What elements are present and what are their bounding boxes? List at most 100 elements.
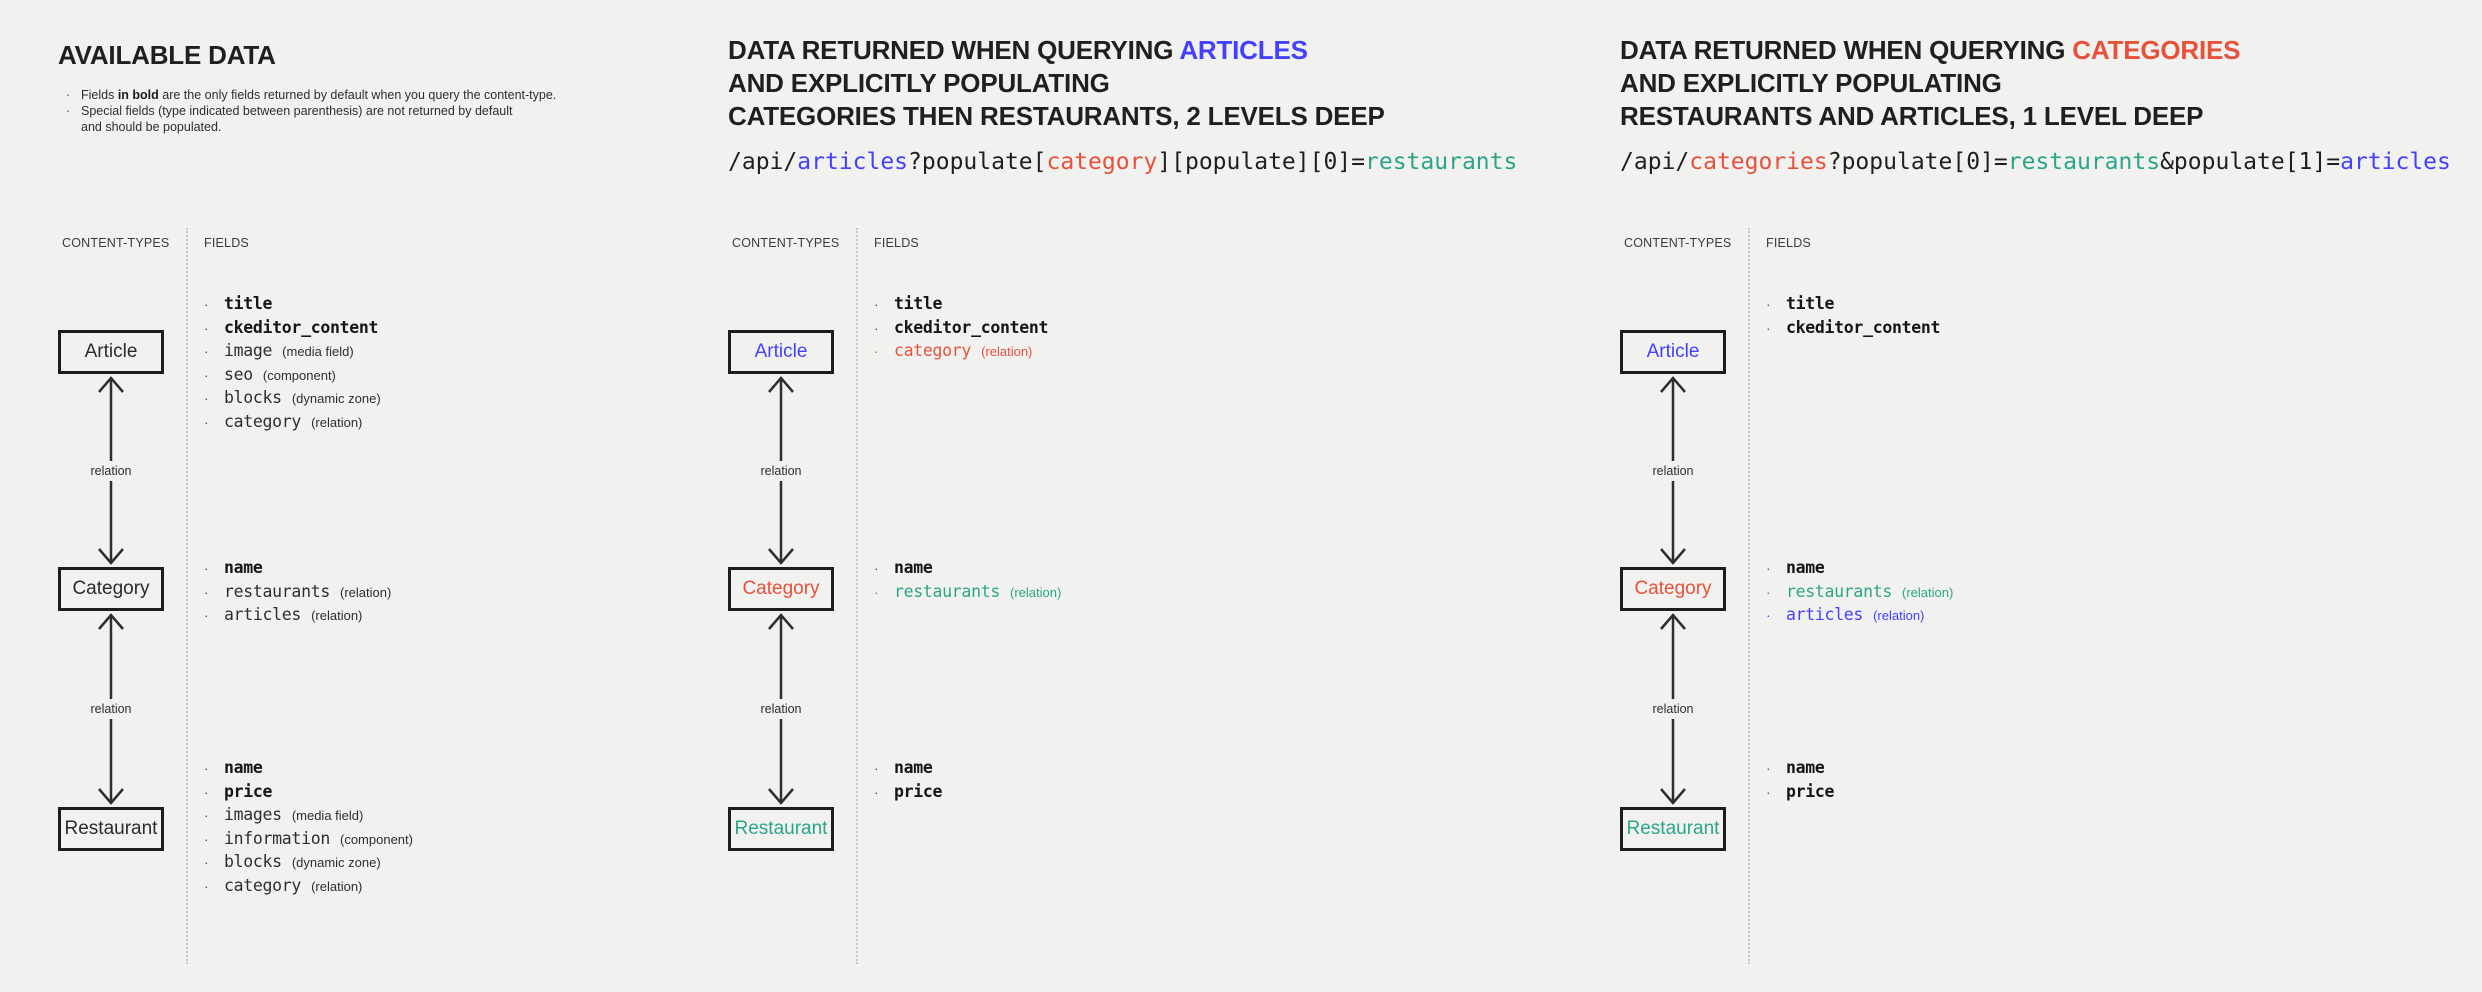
field-name: articles xyxy=(1786,605,1864,624)
content-type-box-category: Category xyxy=(1620,567,1726,611)
fields-list-category: ·name ·restaurants(relation) ·articles(r… xyxy=(204,558,391,629)
relation-label: relation xyxy=(1649,699,1697,719)
field-name: title xyxy=(224,294,273,313)
fields-label: FIELDS xyxy=(204,236,249,250)
note-text: Special fields (type indicated between p… xyxy=(81,103,513,135)
field-name: ckeditor_content xyxy=(894,317,1049,337)
field-item: ·name xyxy=(1766,758,1844,782)
heading-highlight-articles: ARTICLES xyxy=(1179,35,1308,65)
field-item: ·category(relation) xyxy=(204,412,388,436)
url-segment: ][populate][0]= xyxy=(1157,149,1366,175)
field-name: price xyxy=(1786,781,1835,801)
field-name: price xyxy=(224,781,273,801)
field-type: (relation) xyxy=(1873,608,1925,623)
field-name: name xyxy=(894,558,933,577)
content-type-box-article: Article xyxy=(1620,330,1726,374)
url-segment-category: category xyxy=(1046,149,1158,175)
field-type: (relation) xyxy=(981,344,1033,359)
panel-query-categories: DATA RETURNED WHEN QUERYING CATEGORIES A… xyxy=(1620,0,2480,992)
field-item: ·price xyxy=(874,782,952,806)
url-segment: ?populate[0]= xyxy=(1827,149,2008,175)
content-type-label: Restaurant xyxy=(734,818,828,839)
field-type: (component) xyxy=(339,831,413,847)
panel-heading: DATA RETURNED WHEN QUERYING CATEGORIES A… xyxy=(1620,34,2240,133)
api-url: /api/articles?populate[category][populat… xyxy=(728,148,1517,176)
content-type-box-restaurant: Restaurant xyxy=(1620,807,1726,851)
field-name: restaurants xyxy=(224,581,330,601)
content-type-label: Category xyxy=(742,578,820,599)
bullet-icon: · xyxy=(874,583,879,600)
field-name: category xyxy=(224,875,302,895)
url-segment: /api/ xyxy=(728,149,798,175)
field-type: (relation) xyxy=(1009,584,1062,600)
relation-arrow: relation xyxy=(58,374,164,567)
heading-line-2: AND EXPLICITLY POPULATING xyxy=(1620,68,2002,98)
field-name: title xyxy=(894,294,943,313)
field-name: blocks xyxy=(224,388,282,407)
field-item: ·articles(relation) xyxy=(204,605,391,629)
relation-arrow: relation xyxy=(728,611,834,807)
field-name: seo xyxy=(224,364,253,384)
content-type-label: Article xyxy=(84,341,138,362)
field-item: ·name xyxy=(204,558,391,582)
bullet-icon: · xyxy=(1766,560,1771,576)
field-item: ·name xyxy=(1766,558,1953,582)
bullet-icon: · xyxy=(204,607,209,623)
er-diagram: CONTENT-TYPES FIELDS Article Category Re… xyxy=(1620,228,2270,964)
dotted-divider xyxy=(856,228,858,964)
field-item: ·blocks(dynamic zone) xyxy=(204,852,413,876)
field-type: (dynamic zone) xyxy=(291,391,381,406)
field-item: · ckeditor_content xyxy=(874,318,1058,342)
bullet-icon: · xyxy=(204,343,209,359)
field-type: (relation) xyxy=(1901,584,1954,600)
heading-line-1: DATA RETURNED WHEN QUERYING CATEGORIES xyxy=(1620,35,2240,65)
field-name: name xyxy=(224,558,263,577)
bullet-icon: · xyxy=(874,319,879,336)
field-item: ·title xyxy=(204,294,388,318)
url-segment: &populate[1]= xyxy=(2160,149,2341,175)
note-item: · Special fields (type indicated between… xyxy=(66,103,556,135)
fields-label: FIELDS xyxy=(874,236,919,250)
content-type-box-article: Article xyxy=(58,330,164,374)
bullet-icon: · xyxy=(66,88,71,102)
relation-label: relation xyxy=(1649,460,1697,481)
field-name: price xyxy=(894,781,943,801)
field-name: image xyxy=(224,341,273,360)
field-name: category xyxy=(894,341,972,360)
note-text-pre: Special fields (type indicated between p… xyxy=(81,104,513,118)
heading-text: DATA RETURNED WHEN QUERYING xyxy=(728,35,1180,65)
field-type: (relation) xyxy=(311,608,363,623)
content-type-label: Restaurant xyxy=(1626,818,1720,839)
content-types-label: CONTENT-TYPES xyxy=(62,236,170,250)
field-type: (component) xyxy=(262,367,336,383)
fields-list-article: ·title ·ckeditor_content ·category(relat… xyxy=(874,294,1058,365)
fields-list-category: ·name ·restaurants(relation) xyxy=(874,558,1061,605)
field-item: ·restaurants(relation) xyxy=(1766,582,1953,606)
heading-line-3: CATEGORIES THEN RESTAURANTS, 2 LEVELS DE… xyxy=(728,101,1385,131)
content-type-box-category: Category xyxy=(728,567,834,611)
field-item: ·restaurants(relation) xyxy=(204,582,391,606)
content-type-label: Restaurant xyxy=(64,818,158,839)
content-type-label: Article xyxy=(1646,341,1700,362)
relation-arrow: relation xyxy=(728,374,834,567)
field-item: ·category(relation) xyxy=(874,341,1058,365)
url-segment: ?populate[ xyxy=(908,149,1047,175)
panel-title: AVAILABLE DATA xyxy=(58,40,276,70)
field-type: (media field) xyxy=(282,344,354,359)
field-name: ckeditor_content xyxy=(224,317,379,337)
heading-text: DATA RETURNED WHEN QUERYING xyxy=(1620,35,2073,65)
bullet-icon: · xyxy=(204,807,209,823)
field-item: ·information(component) xyxy=(204,829,413,853)
bullet-icon: · xyxy=(204,760,209,776)
heading-line-1: DATA RETURNED WHEN QUERYING ARTICLES xyxy=(728,35,1308,65)
fields-list-restaurant: ·name ·price ·images(media field) ·infor… xyxy=(204,758,413,899)
field-item: ·articles(relation) xyxy=(1766,605,1953,629)
heading-line-3: RESTAURANTS AND ARTICLES, 1 LEVEL DEEP xyxy=(1620,101,2204,131)
content-type-label: Category xyxy=(72,578,150,599)
field-name: title xyxy=(1786,294,1835,313)
bullet-icon: · xyxy=(204,854,209,870)
bullet-icon: · xyxy=(1766,583,1771,600)
field-name: name xyxy=(894,758,933,777)
field-item: ·name xyxy=(204,758,413,782)
